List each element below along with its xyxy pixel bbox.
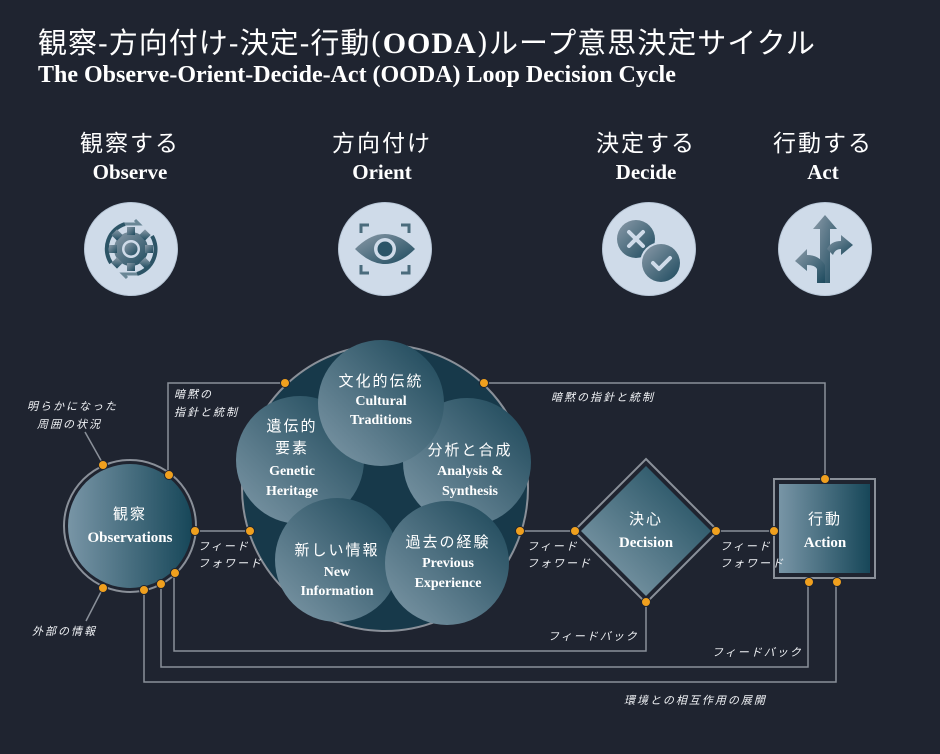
label-feed-forward-1b: フォワード (198, 557, 263, 570)
title-jp-ooda: OODA (382, 27, 477, 60)
observations-node[interactable] (68, 464, 192, 588)
phase-decide-jp: 決定する (596, 131, 696, 157)
genetic-heritage-en2: Heritage (266, 484, 318, 499)
phase-act: 行動する Act (743, 124, 903, 185)
phase-act-jp: 行動する (773, 131, 873, 157)
genetic-heritage-jp2: 要素 (275, 439, 309, 457)
line-unfolding-interaction (143, 578, 837, 683)
phase-decide-en: Decide (615, 160, 677, 184)
label-unfolding-circumstances-2: 周囲の状況 (37, 418, 102, 431)
new-information-en1: New (324, 565, 351, 580)
label-feed-forward-3a: フィード (720, 540, 772, 553)
phase-observe-jp: 観察する (80, 131, 180, 157)
label-implicit-guidance-left-1: 暗黙の (174, 388, 213, 401)
phase-orient-jp: 方向付け (332, 131, 432, 157)
previous-experience-jp: 過去の経験 (405, 533, 490, 551)
observations-en: Observations (87, 530, 172, 546)
genetic-heritage-en1: Genetic (269, 464, 315, 479)
bubble-previous-experience (385, 501, 509, 625)
line-implicit-guidance-top (484, 382, 826, 478)
label-unfolding-interaction: 環境との相互作用の展開 (624, 694, 767, 707)
connector-lines (84, 382, 837, 683)
decision-jp: 決心 (629, 510, 663, 528)
label-outside-information: 外部の情報 (32, 625, 97, 638)
label-feed-forward-3b: フォワード (720, 557, 785, 570)
phase-observe: 観察する Observe (50, 124, 210, 185)
analysis-synthesis-en2: Synthesis (442, 484, 499, 499)
bubble-cultural-traditions (318, 340, 444, 466)
action-jp: 行動 (808, 510, 842, 528)
line-unfolding-circumstances (84, 431, 104, 465)
eye-focus-icon (338, 202, 432, 296)
label-feed-forward-2b: フォワード (527, 557, 592, 570)
cultural-traditions-en1: Cultural (355, 394, 406, 409)
label-feedback-action: フィードバック (712, 646, 803, 659)
gear-cycle-icon (84, 202, 178, 296)
cultural-traditions-jp: 文化的伝統 (338, 372, 423, 390)
decision-en: Decision (619, 535, 674, 551)
phase-act-en: Act (807, 160, 839, 184)
orient-bubbles (236, 340, 531, 625)
phase-decide: 決定する Decide (566, 124, 726, 185)
cross-check-icon (602, 202, 696, 296)
action-node[interactable] (779, 484, 870, 573)
title-jp-prefix: 観察-方向付け-決定-行動( (38, 26, 383, 60)
label-implicit-guidance-left-2: 指針と統制 (174, 406, 239, 419)
genetic-heritage-jp1: 遺伝的 (266, 417, 317, 435)
previous-experience-en1: Previous (422, 556, 474, 571)
line-feedback-decision (173, 573, 647, 652)
line-outside-information (85, 587, 104, 622)
cultural-traditions-en2: Traditions (350, 413, 413, 428)
phase-orient-en: Orient (352, 160, 412, 184)
observations-jp: 観察 (113, 505, 147, 523)
new-information-jp: 新しい情報 (294, 541, 379, 559)
label-feed-forward-2a: フィード (527, 540, 579, 553)
analysis-synthesis-jp: 分析と合成 (427, 441, 512, 459)
title-english: The Observe-Orient-Decide-Act (OODA) Loo… (38, 62, 676, 88)
action-en: Action (804, 535, 847, 551)
title-japanese: 観察-方向付け-決定-行動(OODA)ループ意思決定サイクル (38, 20, 816, 62)
phase-observe-en: Observe (92, 160, 168, 184)
line-implicit-guidance-left (167, 382, 285, 475)
analysis-synthesis-en1: Analysis & (437, 464, 503, 479)
observations-ring (63, 459, 197, 593)
phase-orient: 方向付け Orient (302, 124, 462, 185)
split-arrows-icon (778, 202, 872, 296)
label-unfolding-circumstances-1: 明らかになった (27, 400, 118, 413)
connector-dots (98, 378, 842, 607)
label-implicit-guidance-top: 暗黙の指針と統制 (551, 391, 655, 404)
new-information-en2: Information (300, 584, 373, 599)
decision-node[interactable] (581, 466, 711, 596)
label-feed-forward-1a: フィード (198, 540, 250, 553)
line-feedback-action (160, 578, 809, 668)
previous-experience-en2: Experience (415, 576, 482, 591)
bubble-new-information (275, 498, 399, 622)
title-jp-suffix: )ループ意思決定サイクル (476, 26, 816, 60)
label-feedback-decision: フィードバック (548, 630, 639, 643)
